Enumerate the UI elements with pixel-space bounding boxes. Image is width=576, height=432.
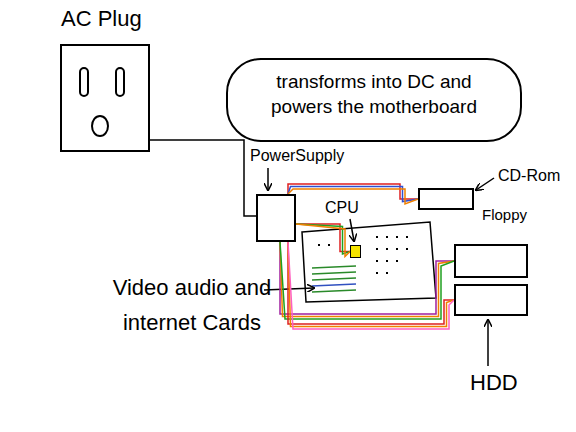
- part-name: CPU: [325, 198, 359, 217]
- part-name: PowerSupply: [250, 146, 344, 165]
- psu-box: [256, 194, 296, 242]
- motherboard: [302, 222, 436, 302]
- cable-bundle: [288, 242, 454, 329]
- part-name: AC Plug: [61, 6, 142, 32]
- floppy-node: Floppy: [452, 206, 530, 278]
- cable-wire: [288, 242, 454, 327]
- leader-arrow: [350, 219, 354, 241]
- cable-bundle: [296, 224, 350, 257]
- outlet-node: AC Plug: [55, 6, 155, 154]
- psu-node: PowerSupply: [250, 146, 360, 242]
- part-name: Floppy: [482, 206, 527, 224]
- bubble-outline-shape: [227, 59, 521, 141]
- floppy-box: [454, 244, 528, 278]
- outlet-box: [60, 44, 150, 152]
- leader-arrow: [267, 168, 269, 190]
- cable-bundle: [280, 242, 454, 319]
- outlet-slot: [80, 68, 88, 96]
- leader-arrow: [487, 320, 489, 366]
- note-text: transforms into DC and powers the mother…: [226, 58, 522, 131]
- part-name: CD-Rom: [498, 166, 560, 185]
- outlet-ground: [92, 116, 108, 136]
- cable-wire: [288, 242, 454, 324]
- cpu-node: CPU: [325, 198, 370, 260]
- cpu-chip: [350, 245, 361, 258]
- hdd-box: [454, 284, 528, 316]
- hdd-node: HDD: [452, 282, 530, 400]
- card-slots: [312, 266, 356, 292]
- outlet-slot: [116, 68, 124, 96]
- cable-bundle: [150, 140, 256, 216]
- cable-wire: [288, 242, 454, 329]
- cable-wire: [296, 224, 350, 257]
- cable-wire: [280, 242, 454, 314]
- part-label: Video audio and internet Cards: [112, 270, 272, 340]
- leader-arrow: [476, 178, 494, 190]
- motherboard-dots: [318, 236, 408, 274]
- part-name: HDD: [470, 370, 518, 396]
- cable-wire: [280, 242, 454, 317]
- cdrom-box: [418, 188, 474, 210]
- note-bubble: transforms into DC and powers the mother…: [226, 58, 522, 142]
- cable-wire: [150, 140, 256, 216]
- cable-wire: [280, 242, 454, 319]
